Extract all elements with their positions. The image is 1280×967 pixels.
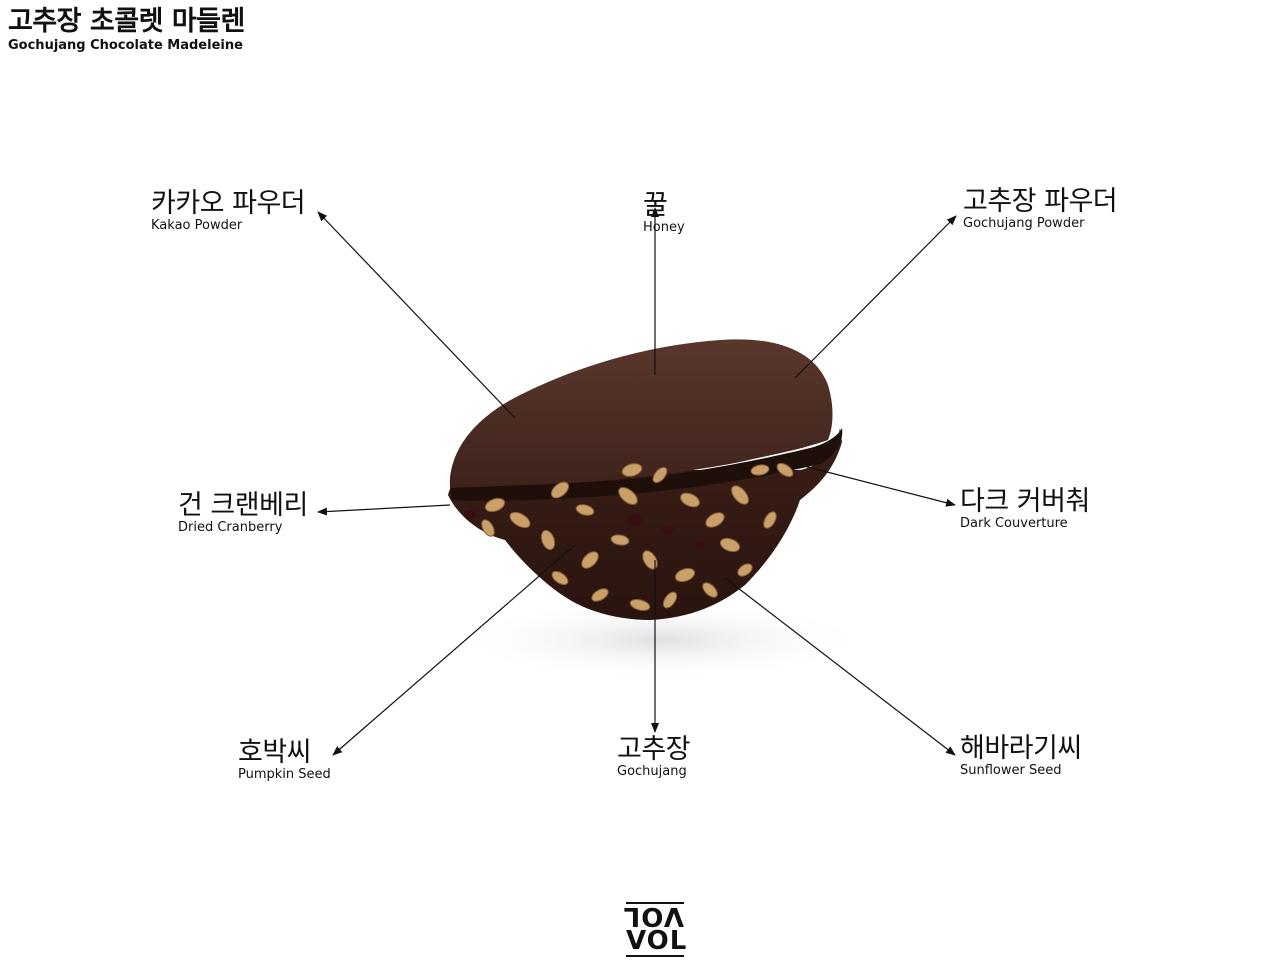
label-en: Dried Cranberry — [178, 520, 283, 535]
arrow-dark-couverture — [799, 464, 956, 507]
arrow-gochujang-powder — [794, 215, 957, 379]
label-ko: 해바라기씨 — [960, 733, 1082, 764]
logo-top-text: VOL — [622, 901, 684, 931]
arrow-sunflower-seed — [724, 577, 956, 756]
cake-sponge — [449, 339, 833, 489]
arrow-pumpkin-seed — [332, 544, 576, 756]
leader-arrows — [317, 207, 957, 756]
label-en: Kakao Powder — [151, 218, 243, 233]
label-ko: 꿀 — [643, 190, 668, 221]
label-ko: 건 크랜베리 — [178, 490, 308, 521]
label-gochujang: 고추장 Gochujang — [617, 734, 691, 779]
label-dark-couverture: 다크 커버춰 Dark Couverture — [960, 486, 1090, 531]
label-ko: 호박씨 — [238, 737, 312, 768]
cake-shadow — [450, 600, 870, 680]
label-ko: 카카오 파우더 — [151, 188, 306, 219]
page-subtitle: Gochujang Chocolate Madeleine — [8, 38, 243, 53]
title-block: 고추장 초콜렛 마들렌 Gochujang Chocolate Madelein… — [8, 4, 245, 54]
label-ko: 다크 커버춰 — [960, 486, 1090, 517]
brand-logo: VOL VOL — [622, 901, 688, 957]
arrow-dried-cranberry — [317, 504, 451, 516]
label-gochujang-powder: 고추장 파우더 Gochujang Powder — [963, 186, 1118, 231]
label-en: Sunflower Seed — [960, 763, 1062, 778]
label-honey: 꿀 Honey — [643, 190, 685, 235]
label-en: Gochujang — [617, 764, 687, 779]
arrow-kakao-powder — [317, 211, 516, 419]
cranberry-pieces — [464, 510, 706, 549]
label-en: Gochujang Powder — [963, 216, 1085, 231]
label-dried-cranberry: 건 크랜베리 Dried Cranberry — [178, 490, 308, 535]
label-ko: 고추장 파우더 — [963, 186, 1118, 217]
label-en: Dark Couverture — [960, 516, 1068, 531]
label-ko: 고추장 — [617, 734, 691, 765]
cake-couverture-rim — [450, 428, 843, 501]
madeleine-illustration — [448, 339, 843, 620]
logo-bottom-text: VOL — [626, 926, 688, 957]
label-sunflower-seed: 해바라기씨 Sunflower Seed — [960, 733, 1082, 778]
label-en: Pumpkin Seed — [238, 767, 331, 782]
page-title: 고추장 초콜렛 마들렌 — [8, 6, 245, 37]
label-pumpkin-seed: 호박씨 Pumpkin Seed — [238, 737, 331, 782]
label-en: Honey — [643, 220, 685, 235]
label-kakao-powder: 카카오 파우더 Kakao Powder — [151, 188, 306, 233]
nut-pieces — [481, 462, 794, 611]
